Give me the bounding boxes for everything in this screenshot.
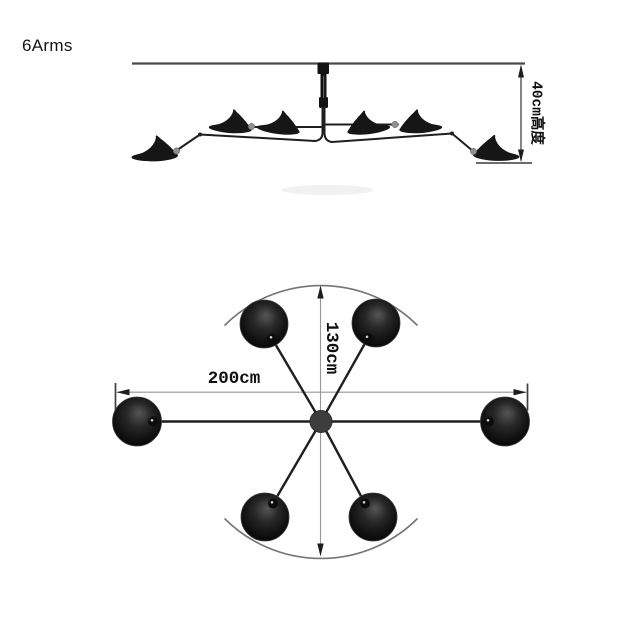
shade-left-inner (256, 110, 300, 135)
span-dimension-label: 130cm (321, 321, 341, 375)
product-arms-label: 6Arms (22, 36, 73, 55)
shade-right-middle (399, 108, 444, 135)
sphere-upper-right (351, 298, 401, 348)
arrow-up-icon (518, 64, 524, 78)
faint-smudge (281, 185, 373, 195)
sphere-lower-left (240, 492, 290, 542)
width-dimension (114, 383, 529, 411)
sphere-left (112, 396, 162, 447)
arrow-up-icon (317, 285, 324, 299)
width-dimension-label: 200cm (207, 369, 261, 389)
sphere-right (480, 396, 530, 447)
central-hub (309, 410, 333, 433)
shade-right-inner (347, 110, 391, 135)
side-view (128, 62, 532, 166)
stem (317, 62, 329, 108)
arrow-down-icon (317, 543, 324, 557)
bottom-arc (223, 517, 419, 560)
shade-left-middle (207, 108, 252, 135)
arm-elbow-joints (198, 131, 454, 137)
shade-left-outer (128, 132, 179, 166)
arrow-down-icon (518, 149, 524, 162)
top-view (112, 284, 530, 560)
shade-right-outer (472, 132, 523, 166)
height-dimension-label: 40cm高度 (527, 81, 544, 145)
swivel-joints (173, 121, 477, 155)
arrow-right-icon (513, 389, 527, 396)
arrow-left-icon (116, 389, 130, 396)
sphere-lower-right (348, 492, 398, 542)
height-dimension (476, 64, 532, 164)
sphere-knobs (148, 333, 494, 509)
sphere-upper-left (239, 299, 289, 349)
